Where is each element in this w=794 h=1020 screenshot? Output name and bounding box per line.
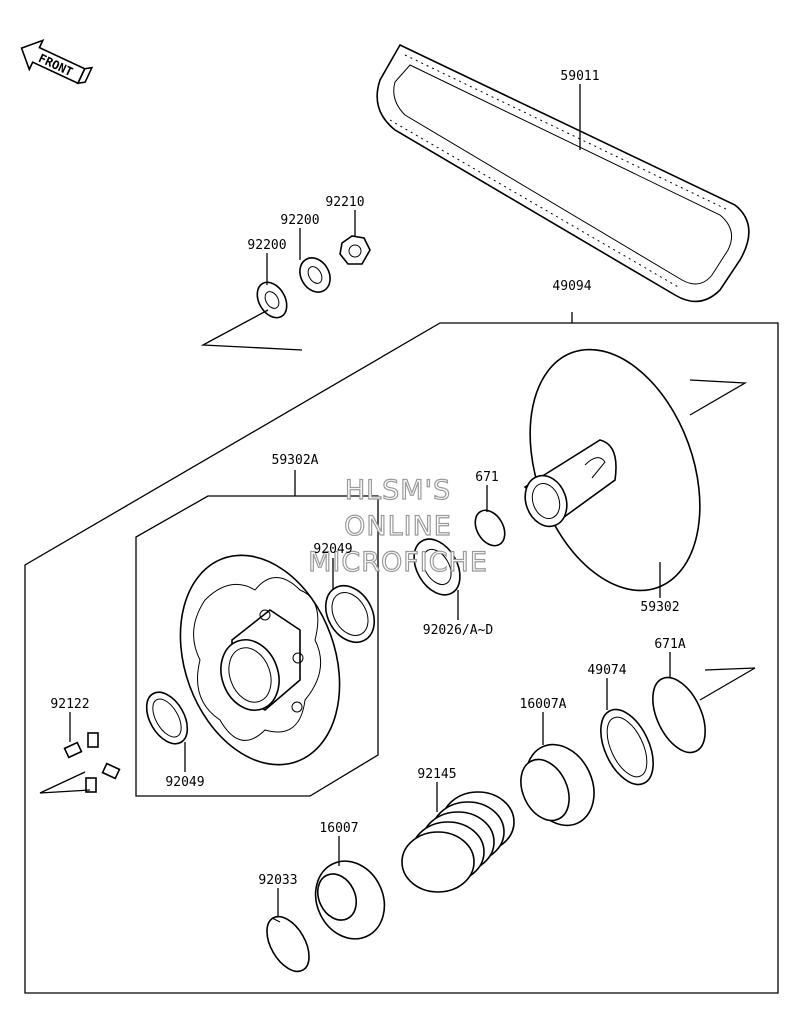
washer-small bbox=[299, 257, 331, 293]
watermark-line-2: ONLINE bbox=[344, 511, 452, 542]
label-shim: 92026/A~D bbox=[423, 623, 494, 638]
sub-assembly-outline bbox=[135, 495, 379, 797]
label-o-ring-lower: 671A bbox=[654, 637, 685, 652]
circlip bbox=[266, 915, 310, 973]
shim bbox=[413, 538, 461, 596]
cam-a bbox=[520, 743, 595, 827]
fixed-sheave bbox=[523, 348, 701, 592]
front-direction-arrow-icon: FRONT bbox=[20, 38, 94, 85]
label-fixed-sheave: 59302 bbox=[640, 600, 679, 615]
label-belt: 59011 bbox=[560, 69, 599, 84]
watermark-line-1: HLSM'S bbox=[345, 475, 451, 506]
assembly-outline bbox=[24, 322, 779, 994]
label-driven-assembly: 49094 bbox=[552, 279, 591, 294]
o-ring-upper bbox=[474, 509, 506, 547]
watermark-line-3: MICROFICHE bbox=[308, 547, 488, 578]
spring bbox=[401, 791, 515, 893]
bearing-left bbox=[145, 691, 189, 745]
label-cam: 16007 bbox=[319, 821, 358, 836]
cam bbox=[314, 860, 386, 940]
washer-large bbox=[256, 281, 288, 319]
movable-sheave bbox=[179, 554, 341, 766]
label-bearing-upper: 92049 bbox=[313, 542, 352, 557]
watermark: HLSM'S ONLINE MICROFICHE bbox=[307, 474, 488, 578]
label-washer-large: 92200 bbox=[247, 238, 286, 253]
grease-fittings bbox=[63, 732, 121, 793]
bearing-upper bbox=[324, 584, 376, 644]
label-grease-fitting: 92122 bbox=[50, 697, 89, 712]
o-ring-lower bbox=[652, 676, 706, 754]
label-washer-small: 92200 bbox=[280, 213, 319, 228]
label-sheave-sub: 59302A bbox=[272, 453, 319, 468]
ring bbox=[600, 708, 654, 786]
label-ring: 49074 bbox=[587, 663, 626, 678]
label-cam-a: 16007A bbox=[520, 697, 567, 712]
label-o-ring-upper: 671 bbox=[475, 470, 498, 485]
hex-nut bbox=[339, 235, 371, 265]
label-bearing-left: 92049 bbox=[165, 775, 204, 790]
label-spring: 92145 bbox=[417, 767, 456, 782]
drive-belt bbox=[376, 43, 750, 303]
label-nut: 92210 bbox=[325, 195, 364, 210]
label-circlip: 92033 bbox=[258, 873, 297, 888]
